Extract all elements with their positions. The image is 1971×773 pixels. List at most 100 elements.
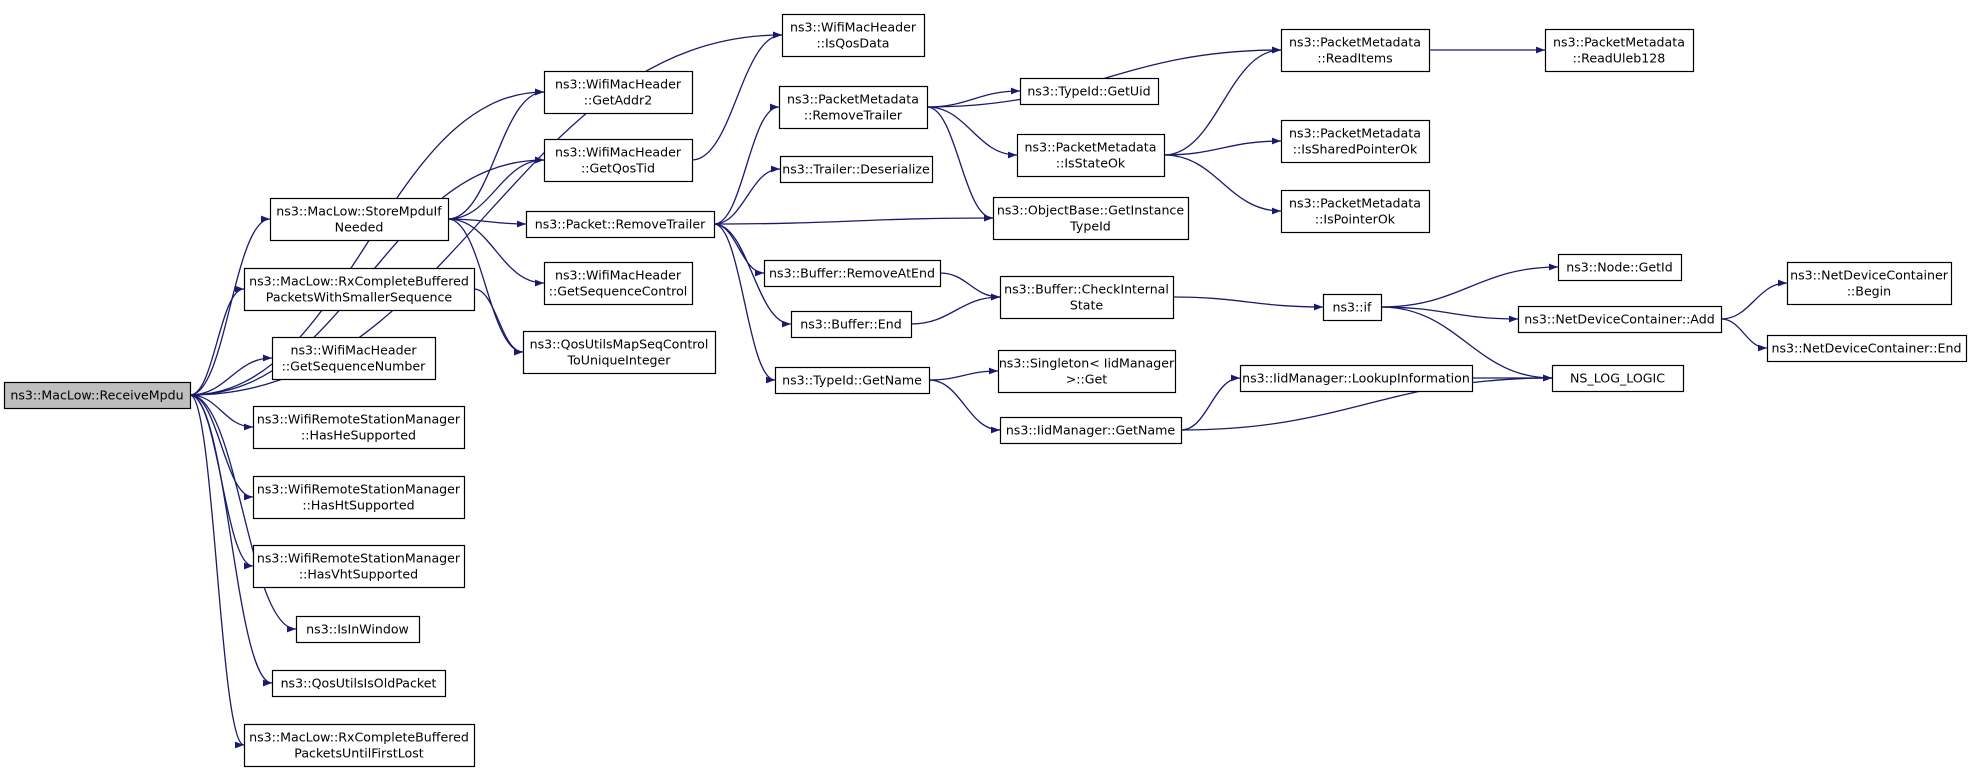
- node-label: ns3::if: [1333, 300, 1373, 315]
- node-box: [1239, 364, 1474, 393]
- node-label: NS_LOG_LOGIC: [1570, 371, 1665, 386]
- node-has-ht-supported[interactable]: ns3::WifiRemoteStationManager::HasHtSupp…: [252, 475, 466, 520]
- node-label: ns3::PacketMetadata: [1289, 35, 1421, 50]
- node-netdevice-container-end[interactable]: ns3::NetDeviceContainer::End: [1766, 334, 1968, 363]
- node-label: ns3::Singleton< IidManager: [999, 356, 1175, 371]
- edge-metadata-remove-trailer-to-typeid-get-uid: [926, 87, 1021, 108]
- node-box: [243, 267, 476, 312]
- node-qos-utils-is-old-packet[interactable]: ns3::QosUtilsIsOldPacket: [271, 669, 447, 698]
- node-label: ::IsStateOk: [1056, 156, 1126, 171]
- node-box: [543, 138, 694, 183]
- node-node-get-id[interactable]: ns3::Node::GetId: [1557, 253, 1683, 282]
- edge-get-qos-tid-to-is-qos-data: [691, 31, 783, 161]
- edge-typeid-get-name-to-iidmanager-get-name: [928, 379, 1001, 434]
- node-has-vht-supported[interactable]: ns3::WifiRemoteStationManager::HasVhtSup…: [252, 544, 466, 589]
- edge-is-state-ok-to-is-pointer-ok: [1163, 154, 1282, 215]
- node-label: ns3::MacLow::ReceiveMpdu: [10, 388, 183, 403]
- edge-packet-remove-trailer-to-trailer-deserialize: [713, 165, 781, 225]
- node-label: ::IsPointerOk: [1315, 212, 1396, 227]
- edge-receive-mpdu-to-get-addr2: [189, 88, 545, 396]
- node-ns-log-logic[interactable]: NS_LOG_LOGIC: [1551, 364, 1685, 393]
- node-box: [252, 405, 466, 450]
- node-box: [295, 615, 421, 644]
- edge-netdevice-container-add-to-netdevice-container-begin: [1720, 279, 1788, 320]
- node-netdevice-container-begin[interactable]: ns3::NetDeviceContainer::Begin: [1786, 261, 1953, 306]
- node-metadata-remove-trailer[interactable]: ns3::PacketMetadata::RemoveTrailer: [778, 85, 929, 130]
- edge-ns3-if-to-ns-log-logic: [1380, 306, 1553, 382]
- edge-store-mpdu-if-needed-to-packet-remove-trailer: [447, 218, 527, 228]
- edge-ns3-if-to-node-get-id: [1380, 263, 1559, 308]
- node-is-state-ok[interactable]: ns3::PacketMetadata::IsStateOk: [1016, 133, 1166, 178]
- node-singleton-get[interactable]: ns3::Singleton< IidManager>::Get: [997, 349, 1177, 394]
- edge-rx-complete-smaller-to-map-seq-control: [473, 288, 524, 356]
- node-label: ns3::QosUtilsMapSeqControl: [530, 337, 709, 352]
- node-box: [3, 381, 192, 410]
- edge-metadata-remove-trailer-to-get-instance-typeid: [926, 106, 994, 222]
- node-label: ns3::Trailer::Deserialize: [782, 162, 930, 177]
- node-label: ns3::MacLow::StoreMpduIf: [276, 204, 442, 219]
- node-label: ns3::WifiMacHeader: [555, 77, 682, 92]
- node-label: ns3::WifiMacHeader: [790, 20, 917, 35]
- node-rx-complete-first-lost[interactable]: ns3::MacLow::RxCompleteBufferedPacketsUn…: [243, 723, 476, 768]
- edge-buffer-check-internal-state-to-ns3-if: [1172, 296, 1324, 311]
- node-box: [781, 13, 926, 58]
- node-read-uleb128[interactable]: ns3::PacketMetadata::ReadUleb128: [1544, 28, 1695, 73]
- node-box: [271, 336, 437, 381]
- edge-receive-mpdu-to-get-sequence-number: [189, 354, 273, 396]
- node-box: [774, 366, 931, 395]
- node-label: TypeId: [1069, 219, 1111, 234]
- node-box: [525, 210, 716, 239]
- node-box: [252, 475, 466, 520]
- node-box: [790, 310, 913, 339]
- node-typeid-get-uid[interactable]: ns3::TypeId::GetUid: [1019, 77, 1160, 106]
- node-get-addr2[interactable]: ns3::WifiMacHeader::GetAddr2: [543, 70, 694, 115]
- node-rx-complete-smaller[interactable]: ns3::MacLow::RxCompleteBufferedPacketsWi…: [243, 267, 476, 312]
- edge-netdevice-container-add-to-netdevice-container-end: [1720, 318, 1768, 352]
- node-box: [543, 261, 694, 306]
- node-is-qos-data[interactable]: ns3::WifiMacHeader::IsQosData: [781, 13, 926, 58]
- edge-receive-mpdu-to-store-mpdu-if-needed: [189, 215, 271, 396]
- node-label: ::GetQosTid: [581, 161, 655, 176]
- node-box: [1019, 77, 1160, 106]
- node-box: [1517, 305, 1723, 334]
- edge-receive-mpdu-to-has-he-supported: [189, 394, 254, 431]
- node-read-items[interactable]: ns3::PacketMetadata::ReadItems: [1280, 28, 1431, 73]
- node-ns3-if[interactable]: ns3::if: [1322, 293, 1383, 322]
- node-label: ns3::NetDeviceContainer::End: [1772, 341, 1962, 356]
- node-iidmanager-get-name[interactable]: ns3::IidManager::GetName: [999, 416, 1183, 445]
- node-is-in-window[interactable]: ns3::IsInWindow: [295, 615, 421, 644]
- node-box: [243, 723, 476, 768]
- node-typeid-get-name[interactable]: ns3::TypeId::GetName: [774, 366, 931, 395]
- edge-iidmanager-get-name-to-ns-log-logic: [1180, 374, 1553, 431]
- edge-receive-mpdu-to-has-ht-supported: [189, 394, 254, 501]
- node-map-seq-control[interactable]: ns3::QosUtilsMapSeqControlToUniqueIntege…: [522, 330, 717, 375]
- node-label: ns3::WifiRemoteStationManager: [257, 412, 461, 427]
- node-box: [1016, 133, 1166, 178]
- node-label: ::GetAddr2: [584, 93, 653, 108]
- node-trailer-deserialize[interactable]: ns3::Trailer::Deserialize: [779, 155, 934, 184]
- node-label: ns3::NetDeviceContainer: [1790, 268, 1949, 283]
- edge-receive-mpdu-to-rx-complete-smaller: [189, 285, 245, 396]
- node-lookup-information[interactable]: ns3::IidManager::LookupInformation: [1239, 364, 1474, 393]
- node-netdevice-container-add[interactable]: ns3::NetDeviceContainer::Add: [1517, 305, 1723, 334]
- node-packet-remove-trailer[interactable]: ns3::Packet::RemoveTrailer: [525, 210, 716, 239]
- node-get-qos-tid[interactable]: ns3::WifiMacHeader::GetQosTid: [543, 138, 694, 183]
- node-box: [1280, 28, 1431, 73]
- node-label: ::HasHtSupported: [302, 498, 414, 513]
- node-get-sequence-number[interactable]: ns3::WifiMacHeader::GetSequenceNumber: [271, 336, 437, 381]
- node-is-pointer-ok[interactable]: ns3::PacketMetadata::IsPointerOk: [1280, 189, 1431, 234]
- node-is-shared-pointer-ok[interactable]: ns3::PacketMetadata::IsSharedPointerOk: [1280, 119, 1431, 164]
- node-box: [1544, 28, 1695, 73]
- edge-receive-mpdu-to-qos-utils-is-old-packet: [189, 394, 273, 687]
- node-receive-mpdu[interactable]: ns3::MacLow::ReceiveMpdu: [3, 381, 192, 410]
- node-label: ::Begin: [1847, 284, 1891, 299]
- node-label: State: [1070, 298, 1104, 313]
- node-has-he-supported[interactable]: ns3::WifiRemoteStationManager::HasHeSupp…: [252, 405, 466, 450]
- node-buffer-end[interactable]: ns3::Buffer::End: [790, 310, 913, 339]
- node-get-sequence-control[interactable]: ns3::WifiMacHeader::GetSequenceControl: [543, 261, 694, 306]
- node-buffer-remove-at-end[interactable]: ns3::Buffer::RemoveAtEnd: [763, 259, 942, 288]
